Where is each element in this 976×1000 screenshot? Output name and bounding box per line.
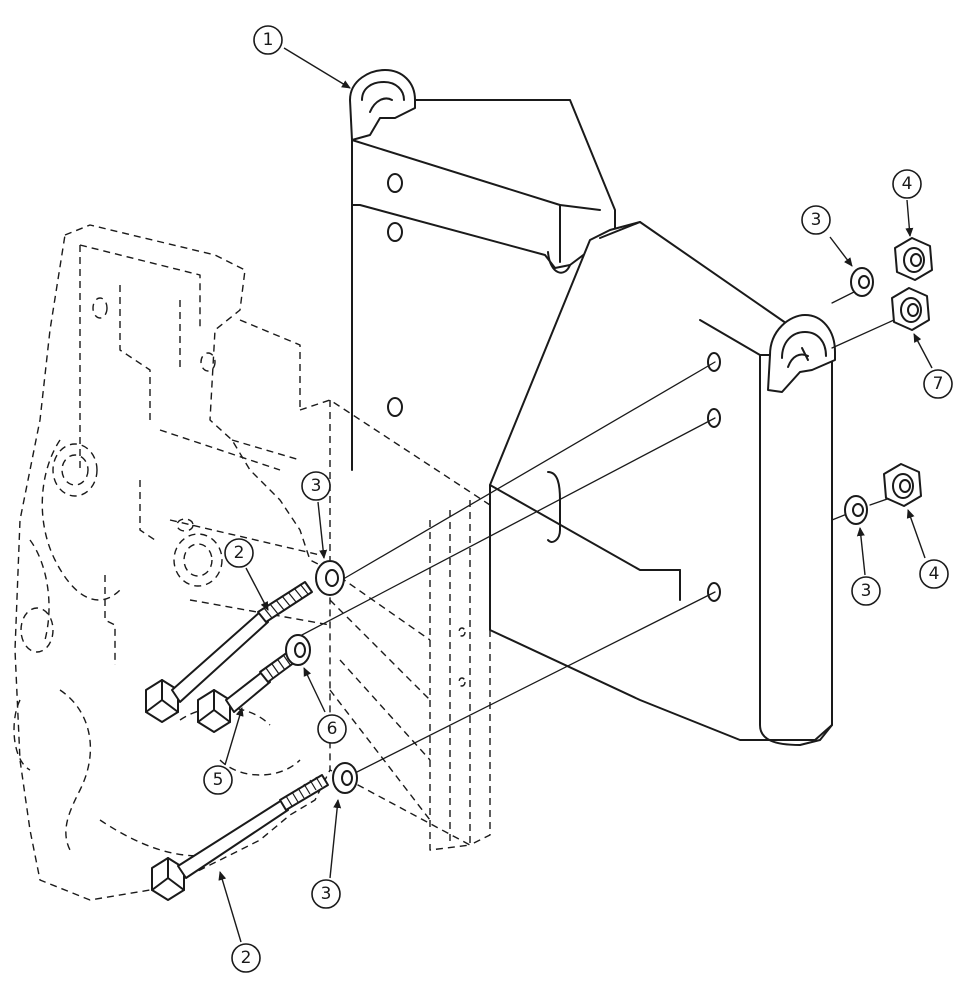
callout-1: 1 — [253, 25, 283, 55]
callout-7: 7 — [923, 369, 953, 399]
washer-3-left-top — [315, 560, 345, 596]
svg-text:3: 3 — [311, 476, 322, 496]
lift-eye-rear — [349, 69, 416, 141]
assembly-center-lines — [299, 287, 906, 779]
callout-4-bottom: 4 — [919, 559, 949, 589]
svg-text:7: 7 — [933, 374, 944, 394]
washer-3-right-bottom — [844, 495, 868, 525]
nut-7 — [891, 287, 930, 331]
callout-3-left-bottom: 3 — [311, 879, 341, 909]
svg-text:3: 3 — [861, 581, 872, 601]
rear-weight-block — [351, 99, 616, 471]
svg-text:2: 2 — [241, 948, 252, 968]
frame-housing-dashed — [13, 224, 491, 901]
svg-text:4: 4 — [929, 564, 940, 584]
callout-3-right-bottom: 3 — [851, 576, 881, 606]
bolt-2-top — [145, 581, 313, 723]
nut-4-top — [894, 237, 933, 281]
svg-text:1: 1 — [263, 30, 274, 50]
callout-2-top: 2 — [224, 538, 254, 568]
svg-text:3: 3 — [811, 210, 822, 230]
callout-3-right-top: 3 — [801, 205, 831, 235]
callout-leaders — [218, 47, 933, 943]
callout-2-bottom: 2 — [231, 943, 261, 973]
washer-3-right-top — [850, 267, 874, 297]
svg-text:5: 5 — [213, 770, 224, 790]
lift-eye-front — [767, 314, 836, 393]
callout-6: 6 — [317, 714, 347, 744]
front-weight-block — [489, 221, 833, 746]
callout-4-top: 4 — [892, 169, 922, 199]
callout-5: 5 — [203, 765, 233, 795]
bolt-2-bottom — [151, 774, 329, 901]
callout-3-left-top: 3 — [301, 471, 331, 501]
washer-6 — [285, 634, 311, 666]
svg-text:4: 4 — [902, 174, 913, 194]
svg-text:6: 6 — [327, 719, 338, 739]
washer-3-left-bottom — [332, 762, 358, 794]
svg-text:2: 2 — [234, 543, 245, 563]
nut-4-bottom — [883, 463, 922, 507]
svg-text:3: 3 — [321, 884, 332, 904]
